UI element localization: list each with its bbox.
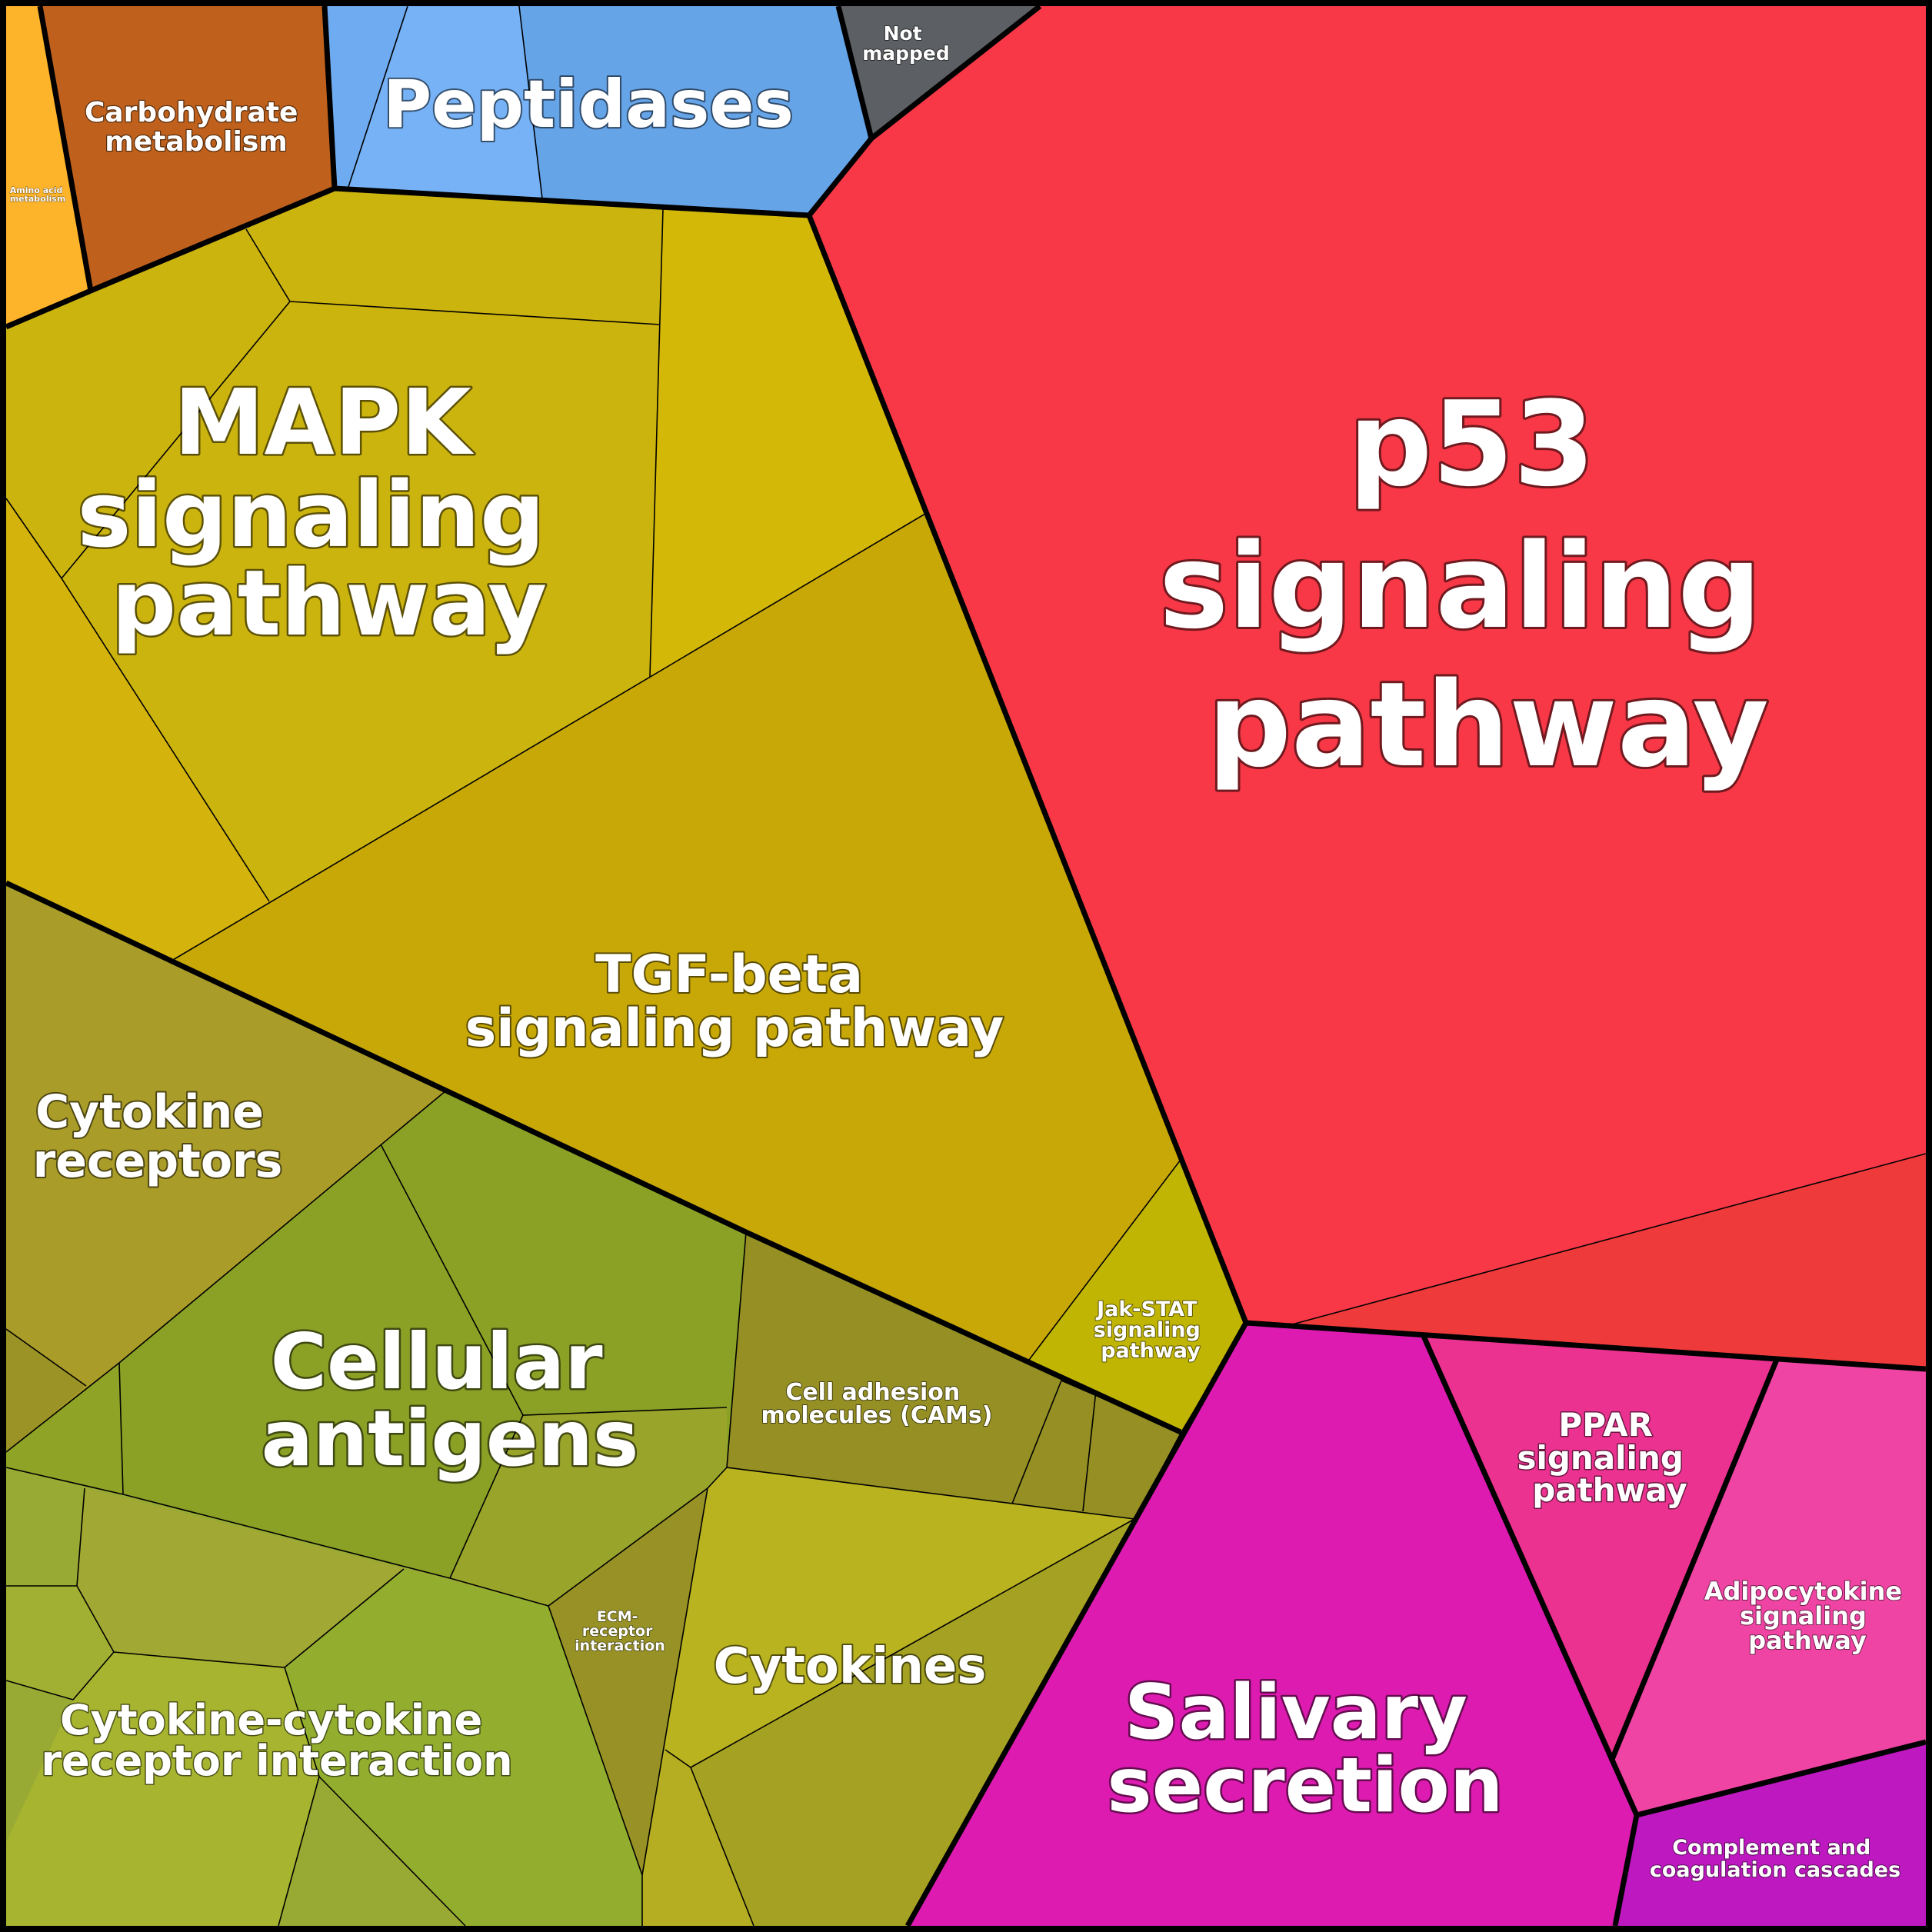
cell-cell-adhesion <box>727 1232 1181 1519</box>
label-salivary: Salivary secretion <box>1107 1669 1503 1830</box>
region-salivary-secretion[interactable] <box>908 1323 1637 1926</box>
cell-ppar <box>1423 1334 1777 1761</box>
label-jak-stat: Jak-STAT signaling pathway <box>1094 1297 1208 1363</box>
region-not-mapped[interactable] <box>838 6 1040 138</box>
region-cytokine-receptors[interactable] <box>6 883 446 1452</box>
cell-not-mapped <box>838 6 1040 138</box>
cell-cellular-antigens-sub <box>450 1407 727 1606</box>
cell-cytokine-cytokine-sub-c <box>285 1569 642 1926</box>
cell-mapk-sub-right <box>650 209 925 677</box>
region-complement-and-coagulation-cascades[interactable] <box>1615 1742 1926 1926</box>
region-cellular-antigens[interactable] <box>6 1091 746 1606</box>
cell-cytokines-sub-bottom <box>642 1750 754 1926</box>
label-mapk: MAPK signaling pathway <box>77 369 576 656</box>
region-jak-stat-signaling-pathway[interactable] <box>1027 1160 1246 1432</box>
label-amino-acid: Amino acid metabolism <box>10 185 66 204</box>
label-cellular-antigens: Cellular antigens <box>261 1317 639 1484</box>
label-ecm-receptor: ECM- receptor interaction <box>575 1608 665 1654</box>
region-cytokines[interactable] <box>642 1467 1134 1926</box>
cell-cytokine-cytokine-sub-d <box>6 1586 114 1700</box>
label-complement: Complement and coagulation cascades <box>1650 1836 1900 1882</box>
labels: p53 signaling pathway MAPK signaling pat… <box>9 22 1911 1883</box>
region-peptidases[interactable] <box>325 6 871 215</box>
cell-cytokine-receptors <box>6 883 446 1452</box>
cell-complement <box>1615 1742 1926 1926</box>
cell-peptidases-sub-left <box>325 6 408 189</box>
cell-adipocytokine <box>1611 1360 1926 1815</box>
cell-ecm <box>548 1488 708 1875</box>
region-carbohydrate-metabolism[interactable] <box>40 6 335 291</box>
cell-p53-sub <box>1246 1154 1926 1369</box>
label-cytokine-receptors: Cytokine receptors <box>33 1085 283 1188</box>
region-p53-signaling-pathway[interactable] <box>809 6 1926 1369</box>
cell-jak-stat <box>1027 1160 1246 1432</box>
cell-cytokine-receptors-sub <box>6 1329 86 1452</box>
cell-tgf-beta <box>173 514 1181 1363</box>
region-mapk-signaling-pathway[interactable] <box>6 188 925 960</box>
cell-mapk-sub-left <box>6 498 269 960</box>
label-ppar: PPAR signaling pathway <box>1517 1406 1694 1509</box>
label-tgf-beta: TGF-beta signaling pathway <box>465 944 1004 1059</box>
cell-carbohydrate-metabolism <box>40 6 335 291</box>
cell-salivary <box>908 1323 1637 1926</box>
label-cytokines: Cytokines <box>714 1638 987 1695</box>
region-amino-acid-metabolism[interactable] <box>6 6 91 327</box>
region-ecm-receptor-interaction[interactable] <box>548 1488 708 1875</box>
label-not-mapped: Not mapped <box>862 22 950 65</box>
label-cytokine-cytokine: Cytokine-cytokine receptor interaction <box>41 1696 512 1785</box>
region-cell-adhesion-molecules[interactable] <box>727 1232 1181 1519</box>
region-cytokine-cytokine-receptor-interaction[interactable] <box>6 1467 642 1926</box>
cell-peptidases-sub <box>348 6 542 198</box>
cell-cellular-antigens-sub-left <box>6 1363 123 1494</box>
cell-cytokine-cytokine-sub-b <box>6 1652 319 1926</box>
subdivision-lines <box>5 5 1927 1927</box>
cell-amino-acid-metabolism <box>6 6 91 327</box>
region-ppar-signaling-pathway[interactable] <box>1423 1334 1777 1761</box>
cell-cytokine-cytokine-sub-a <box>77 1488 404 1667</box>
region-tgf-beta-signaling-pathway[interactable] <box>173 514 1181 1363</box>
region-adipocytokine-signaling-pathway[interactable] <box>1611 1360 1926 1815</box>
label-peptidases: Peptidases <box>383 66 794 143</box>
label-carbohydrate: Carbohydrate metabolism <box>85 97 308 158</box>
label-cell-adhesion: Cell adhesion molecules (CAMs) <box>761 1379 993 1429</box>
cell-cytokines-sub <box>691 1519 1134 1926</box>
label-p53: p53 signaling pathway <box>1159 376 1802 793</box>
label-adipocytokine: Adipocytokine signaling pathway <box>1704 1577 1911 1655</box>
mid-group-lines <box>5 513 1181 1926</box>
cell-p53 <box>809 6 1926 1369</box>
